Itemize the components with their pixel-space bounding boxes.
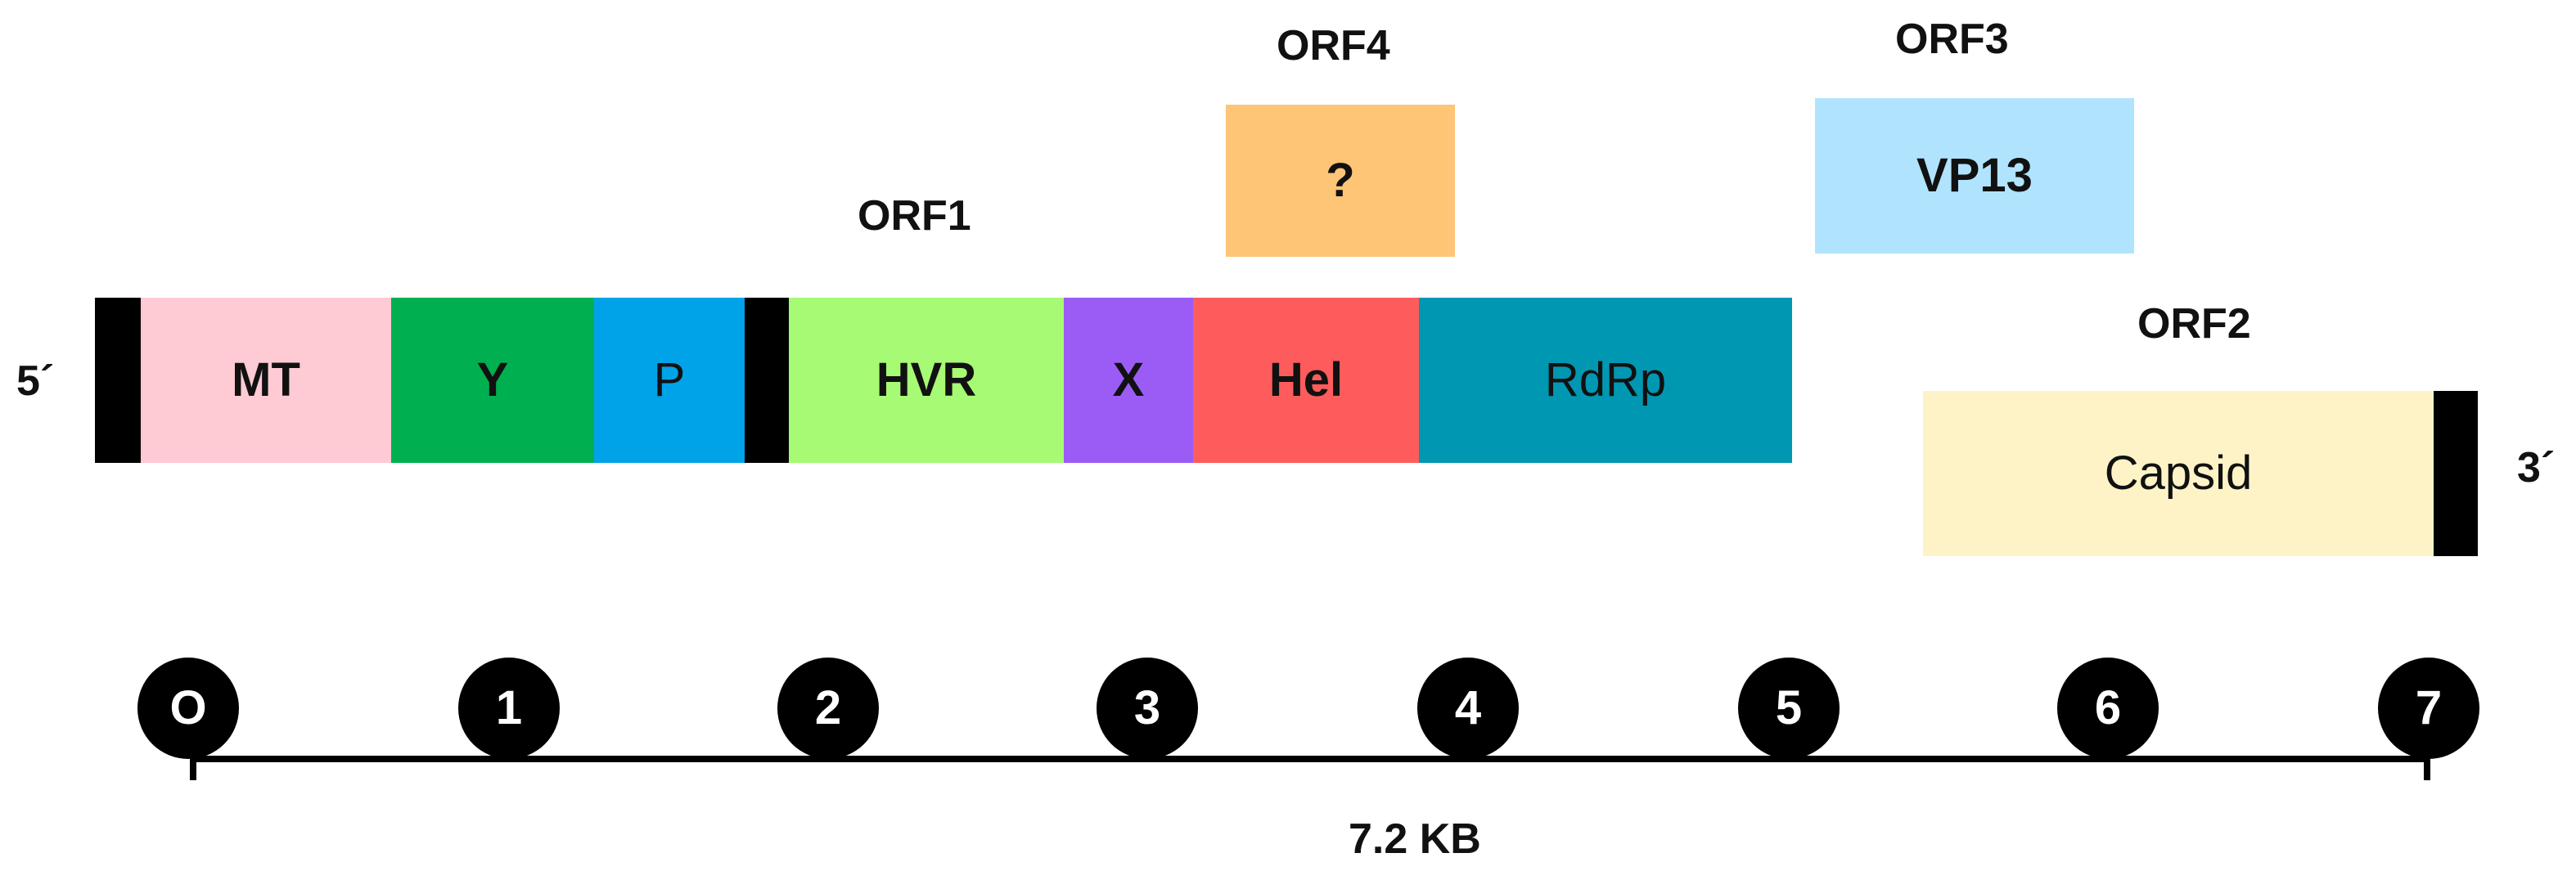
five-prime-cap <box>95 298 141 463</box>
orf1-label: ORF1 <box>858 192 971 240</box>
scale-tick-2: 2 <box>777 658 879 759</box>
scale-tick-0: O <box>137 658 239 759</box>
orf1-separator <box>745 298 789 463</box>
scale-bar-left-end <box>190 756 196 780</box>
domain-hel: Hel <box>1193 298 1419 463</box>
scale-tick-3: 3 <box>1097 658 1198 759</box>
domain-hvr: HVR <box>789 298 1064 463</box>
domain-x: X <box>1064 298 1193 463</box>
three-prime-label: 3´ <box>2517 444 2556 492</box>
orf2-capsid-box: Capsid <box>1923 391 2434 556</box>
scale-bar <box>190 756 2430 762</box>
scale-tick-5: 5 <box>1738 658 1840 759</box>
orf4-label: ORF4 <box>1277 22 1390 70</box>
scale-tick-7: 7 <box>2378 658 2479 759</box>
five-prime-label: 5´ <box>16 357 55 405</box>
scale-tick-6: 6 <box>2057 658 2159 759</box>
domain-rdrp: RdRp <box>1419 298 1792 463</box>
orf3-box: VP13 <box>1815 98 2134 254</box>
domain-p: P <box>594 298 745 463</box>
orf3-label: ORF3 <box>1895 16 2009 63</box>
scale-tick-4: 4 <box>1417 658 1519 759</box>
three-prime-cap <box>2434 391 2478 556</box>
domain-y: Y <box>391 298 594 463</box>
scale-bar-right-end <box>2424 756 2430 780</box>
scale-tick-1: 1 <box>458 658 560 759</box>
domain-mt: MT <box>141 298 391 463</box>
scale-length-label: 7.2 KB <box>1349 815 1481 863</box>
orf4-box: ? <box>1226 105 1455 257</box>
orf2-label: ORF2 <box>2137 300 2251 348</box>
